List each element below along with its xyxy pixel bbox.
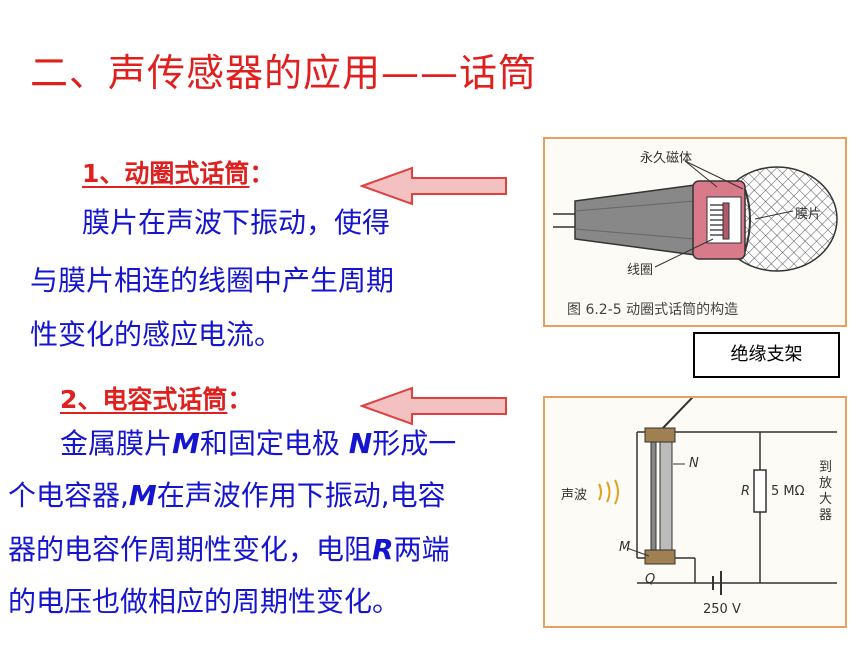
label-resistor-r: R — [741, 484, 751, 499]
condenser-mic-figure: 声波 N R 5 MΩ 到 放 大 器 M Q 250 V — [543, 396, 847, 628]
label-sound-wave: 声波 — [561, 488, 588, 503]
section2-line-2: 个电容器,M在声波作用下振动,电容 — [8, 479, 446, 512]
label-point-q: Q — [645, 572, 656, 587]
label-electrode-n: N — [689, 456, 699, 471]
section2-heading-colon: ： — [227, 385, 253, 414]
label-diaphragm: 膜片 — [795, 207, 822, 222]
label-permanent-magnet: 永久磁体 — [640, 151, 693, 166]
section2-arrow-icon — [360, 386, 507, 426]
section2-heading-text: 2、电容式话筒 — [60, 385, 228, 414]
section2-line-1: 金属膜片M和固定电极 N形成一 — [60, 427, 457, 460]
section1-line-2: 与膜片相连的线圈中产生周期 — [30, 264, 395, 297]
label-to-amplifier: 到 放 大 器 — [819, 460, 833, 523]
condenser-mic-circuit — [598, 398, 837, 595]
dynamic-mic-diagram — [553, 160, 838, 272]
section2-heading: 2、电容式话筒： — [60, 380, 252, 416]
label-voltage: 250 V — [703, 602, 741, 617]
section1-arrow-icon — [360, 166, 507, 206]
section1-heading: 1、动圈式话筒： — [82, 154, 274, 190]
section2-line-3: 器的电容作周期性变化，电阻R两端 — [8, 533, 450, 566]
section1-heading-text: 1、动圈式话筒 — [82, 159, 250, 188]
section1-line-1: 膜片在声波下振动，使得 — [82, 206, 391, 239]
page-title: 二、声传感器的应用——话筒 — [30, 51, 538, 95]
section1-line-3: 性变化的感应电流。 — [30, 318, 283, 351]
figure1-caption: 图 6.2-5 动圈式话筒的构造 — [567, 302, 739, 318]
insulating-support-callout: 绝缘支架 — [693, 332, 840, 378]
dynamic-mic-figure: 永久磁体 膜片 线圈 图 6.2-5 动圈式话筒的构造 — [543, 137, 847, 327]
section2-line-4: 的电压也做相应的周期性变化。 — [8, 585, 401, 618]
label-coil: 线圈 — [627, 263, 654, 278]
label-resistance-value: 5 MΩ — [771, 484, 805, 499]
section1-heading-colon: ： — [249, 159, 275, 188]
label-membrane-m: M — [619, 540, 631, 555]
